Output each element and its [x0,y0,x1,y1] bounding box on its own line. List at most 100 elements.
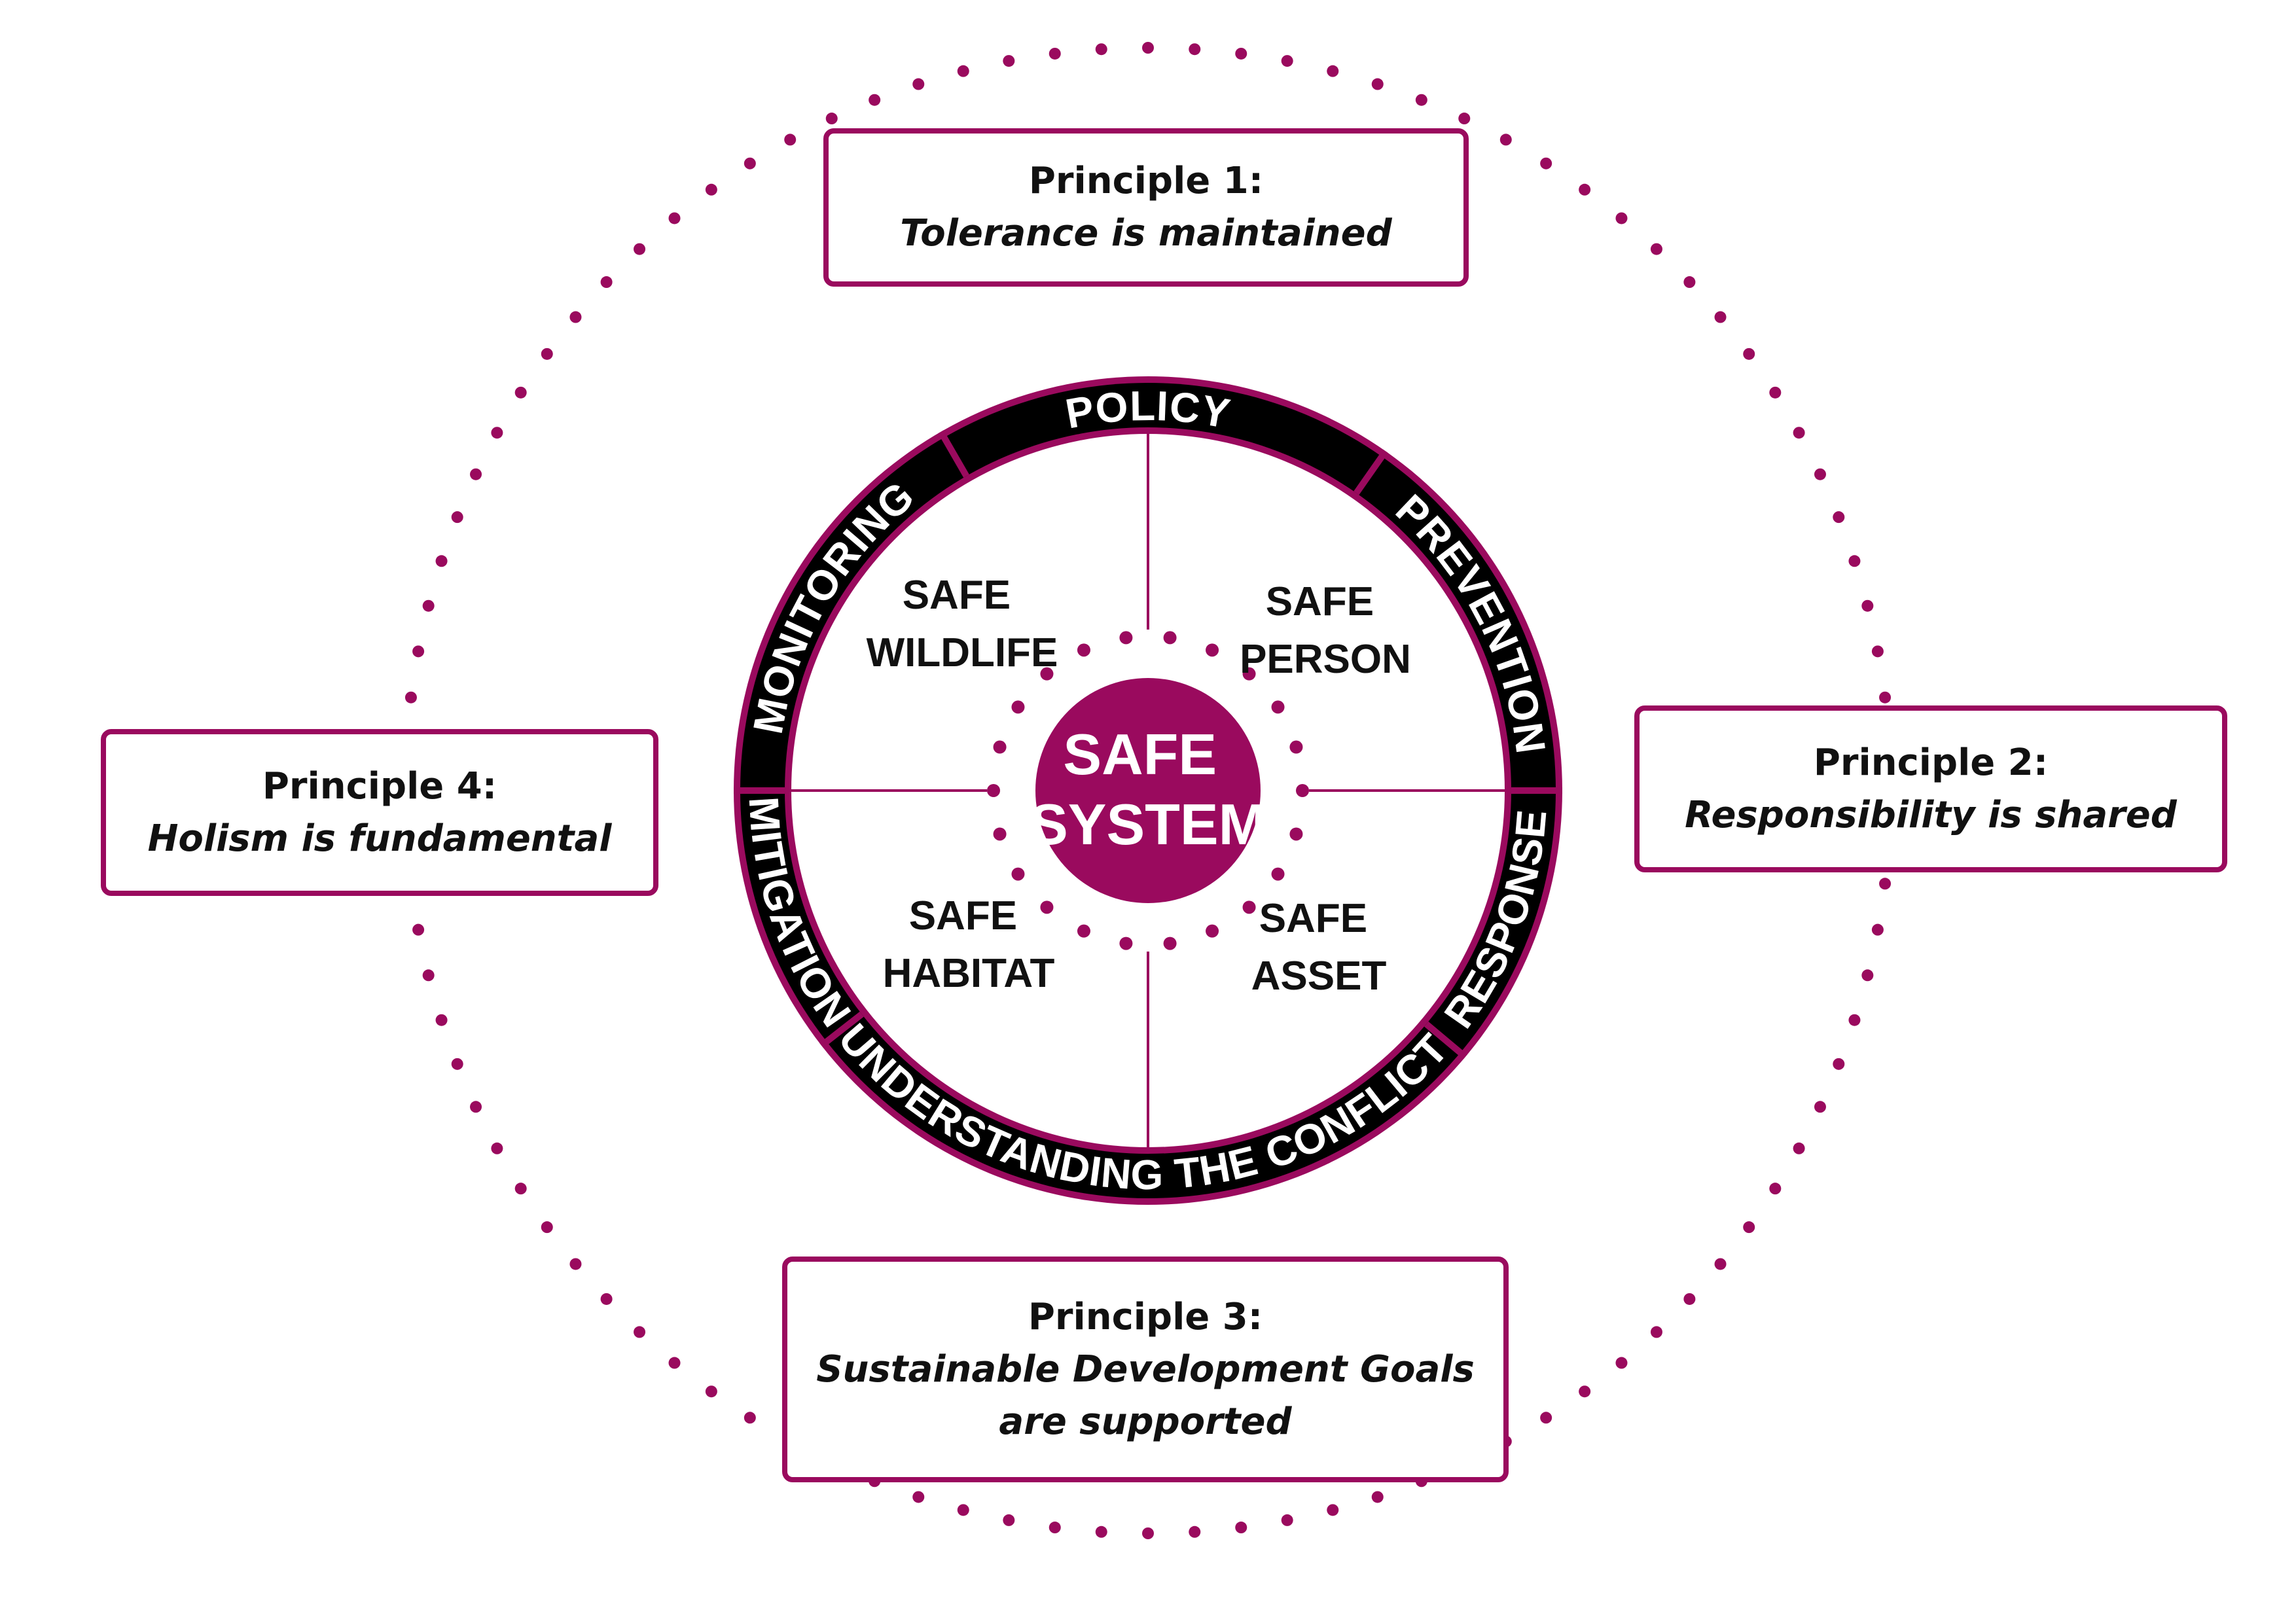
ring-divider [1354,449,1389,495]
center-line2: SYSTEM [1030,792,1266,857]
outer-dot [825,113,838,125]
ring-divider [819,1011,864,1048]
outer-dot [744,157,756,169]
quadrant-safe-person: SAFE PERSON [1240,579,1411,682]
outer-dot [1683,1293,1696,1305]
outer-dot [1650,243,1662,255]
outer-dot [784,134,797,146]
outer-dot [1499,134,1512,146]
quadrant-habitat-line2: HABITAT [883,951,1055,996]
outer-dot [1235,47,1247,60]
outer-dot [1743,348,1755,360]
outer-dot [1793,1142,1805,1154]
outer-dot [1769,386,1782,399]
outer-dot [1095,1525,1107,1538]
quadrant-wildlife-line2: WILDLIFE [867,630,1058,675]
outer-dot [1833,511,1845,524]
outer-dot [744,1412,756,1424]
inner-dot [1271,700,1285,714]
outer-dot [1579,1385,1591,1398]
ring-segment-dividers [734,430,1562,1060]
outer-dot [1848,555,1861,567]
outer-dot [1650,1326,1662,1338]
outer-dot [668,1357,681,1369]
ring-divider [1424,1021,1468,1060]
outer-dot [1683,276,1696,289]
outer-dot [422,969,435,982]
outer-dot [541,1221,553,1234]
ring-divider [938,430,969,478]
quadrant-wildlife-line1: SAFE [903,573,1011,618]
outer-dot [1714,311,1727,323]
inner-dot [993,827,1007,841]
outer-dot [569,1258,582,1270]
principle-3-description-line2: are supported [999,1400,1292,1443]
outer-dot [957,1504,969,1516]
quadrant-asset-line2: ASSET [1251,954,1387,999]
outer-dot [1049,1522,1061,1534]
outer-dotted-circle [399,42,1897,1539]
outer-dot [491,1142,503,1154]
quadrant-dividers [791,434,1505,1147]
outer-dot [600,276,613,289]
inner-dot [993,740,1007,754]
outer-dot [470,468,482,480]
outer-dot [1371,78,1384,90]
inner-dot [1296,784,1309,797]
outer-dot [957,65,969,77]
center-label: SAFE SYSTEM [1030,722,1266,857]
principle-3-box: Principle 3: Sustainable Development Goa… [782,1257,1509,1482]
ring-label-policy-text: POLICY [1062,382,1234,438]
outer-dot [1871,645,1884,658]
principle-2-title: Principle 2: [1813,741,2049,784]
center-hub: SAFE SYSTEM [1030,678,1266,903]
inner-dot [1242,667,1256,681]
outer-dot [1327,1504,1339,1516]
inner-dot [1163,936,1177,950]
inner-dot [1011,700,1025,714]
inner-dot [1119,631,1133,645]
outer-dot [541,348,553,360]
center-line1: SAFE [1063,722,1217,787]
outer-dot [1879,878,1892,890]
outer-dot [1095,43,1107,56]
outer-dot [1281,55,1293,67]
outer-dot [1714,1258,1727,1270]
inner-dot [1242,901,1256,914]
outer-dot [1793,427,1805,439]
outer-dot [451,511,463,524]
outer-dot [1861,599,1874,612]
outer-dot [1615,1357,1628,1369]
outer-dot [1848,1014,1861,1026]
outer-dot [1743,1221,1755,1234]
outer-dot [634,1326,646,1338]
outer-dot [514,1183,527,1195]
outer-dot [600,1293,613,1305]
outer-dot [1769,1183,1782,1195]
outer-dot [1003,1514,1015,1526]
outer-dot [514,386,527,399]
inner-dot [1077,643,1090,657]
outer-dot [1814,468,1826,480]
quadrant-labels: SAFE WILDLIFE SAFE PERSON SAFE HABITAT S… [867,573,1411,999]
outer-dot [912,1491,925,1503]
outer-dot [1879,691,1892,704]
outer-dot [1833,1058,1845,1070]
center-circle [1035,678,1261,903]
inner-dot [1040,667,1054,681]
outer-dot [1540,1412,1552,1424]
principle-2-description: Responsibility is shared [1685,793,2177,836]
outer-dot [1861,969,1874,982]
outer-dot [705,1385,717,1398]
outer-dot [1615,212,1628,224]
inner-dot [1163,631,1177,645]
outer-dot [1415,94,1427,106]
outer-dot [1189,1525,1201,1538]
outer-dot [435,555,448,567]
principle-2-box: Principle 2: Responsibility is shared [1634,705,2227,872]
outer-dot [1189,43,1201,56]
outer-dot [1540,157,1552,169]
inner-dot [1289,827,1303,841]
principle-4-description: Holism is fundamental [147,817,612,860]
